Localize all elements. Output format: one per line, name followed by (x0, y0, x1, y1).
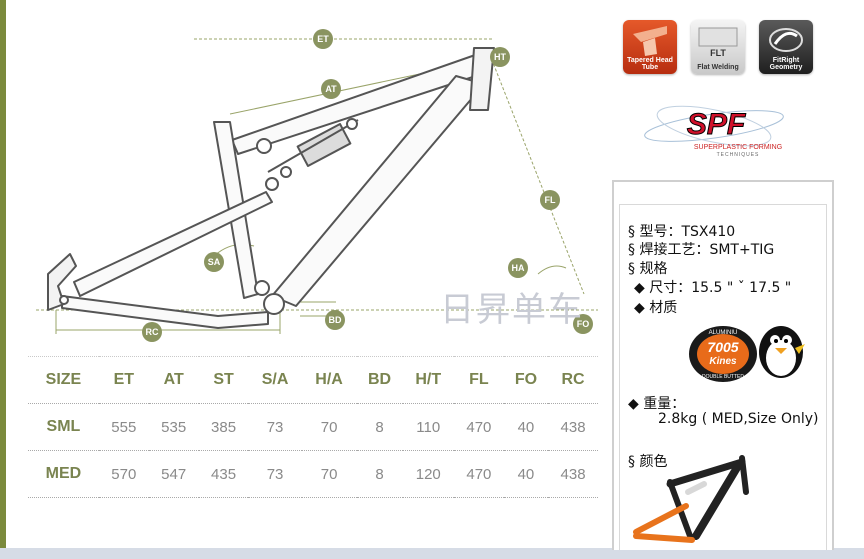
svg-text:HA: HA (512, 263, 525, 273)
header-cell: BD (368, 371, 392, 388)
weight-label: ◆ 重量： (628, 396, 686, 412)
header-cell: H/T (415, 371, 442, 388)
flat-weld-icon: FLT (698, 27, 738, 58)
color-heading: § 颜色 (628, 454, 668, 470)
watermark: 日昇单车 (440, 290, 584, 330)
label-fo: FO (573, 314, 593, 334)
table-cell: 70 (320, 465, 338, 483)
label-ha: HA (508, 258, 528, 278)
fitright-icon (769, 28, 803, 52)
table-cell: 70 (320, 418, 338, 436)
frame-geometry-diagram: ET AT HT FL SA HA BD RC FO (36, 29, 598, 342)
table-row: MED 570 547 435 73 70 8 120 470 40 438 (28, 451, 598, 498)
table-cell: 435 (211, 465, 237, 483)
table-cell: SML (46, 418, 81, 435)
header-cell: FO (514, 371, 538, 388)
label-ht: HT (490, 47, 510, 67)
header-cell: S/A (261, 371, 289, 388)
table-row: SML 555 535 385 73 70 8 110 470 40 438 (28, 404, 598, 451)
svg-text:DOUBLE BUTTED: DOUBLE BUTTED (702, 374, 744, 380)
tapered-tube-icon (633, 26, 667, 56)
svg-text:SA: SA (208, 257, 221, 267)
table-cell: 120 (415, 465, 441, 483)
svg-text:TECHNIQUES: TECHNIQUES (717, 152, 760, 158)
table-cell: 555 (111, 418, 137, 436)
header-cell: AT (163, 371, 184, 388)
svg-text:SPF: SPF (687, 108, 746, 141)
left-accent-bar (0, 0, 6, 548)
svg-text:ALUMINIU: ALUMINIU (709, 330, 738, 336)
spec-heading: § 规格 (628, 261, 668, 277)
svg-text:FL: FL (545, 195, 556, 205)
table-cell: 547 (161, 465, 187, 483)
svg-text:FLT: FLT (710, 48, 726, 58)
table-cell: 570 (111, 465, 137, 483)
table-cell: 40 (517, 418, 535, 436)
fitright-geometry-badge: FitRight Geometry (759, 20, 813, 74)
header-cell: SIZE (45, 371, 82, 388)
label-fl: FL (540, 190, 560, 210)
svg-text:RC: RC (146, 327, 159, 337)
penguin-icon (759, 326, 805, 378)
label-rc: RC (142, 322, 162, 342)
table-header-row: SIZE ET AT ST S/A H/A BD H/T FL FO RC (28, 356, 598, 404)
table-cell: 470 (466, 465, 492, 483)
tapered-head-tube-badge: Tapered Head Tube (623, 20, 677, 74)
size-text: ◆ 尺寸：15.5 " ˇ 17.5 " (634, 280, 792, 296)
svg-text:AT: AT (325, 84, 337, 94)
frame-photo (633, 455, 749, 543)
material-text: ◆ 材质 (634, 300, 678, 316)
label-sa: SA (204, 252, 224, 272)
table-cell: 438 (560, 418, 586, 436)
header-cell: FL (469, 371, 489, 388)
spf-logo: SPF SUPERPLASTIC FORMING TECHNIQUES (644, 105, 784, 158)
geometry-table: SIZE ET AT ST S/A H/A BD H/T FL FO RC SM… (28, 356, 598, 498)
table-cell: 8 (375, 465, 384, 483)
svg-text:ET: ET (317, 34, 329, 44)
header-cell: ET (113, 371, 135, 388)
table-cell: 110 (416, 418, 441, 436)
svg-text:Kines: Kines (709, 356, 737, 367)
table-cell: 40 (517, 465, 535, 483)
bottom-bar (0, 548, 864, 559)
header-cell: H/A (315, 371, 343, 388)
svg-text:HT: HT (494, 52, 506, 62)
svg-text:BD: BD (329, 315, 342, 325)
header-cell: ST (213, 371, 234, 388)
table-cell: 470 (466, 418, 492, 436)
svg-text:SUPERPLASTIC FORMING: SUPERPLASTIC FORMING (694, 144, 782, 151)
table-cell: 73 (266, 418, 284, 436)
table-cell: 535 (161, 418, 187, 436)
weight-value: 2.8kg ( MED,Size Only) (658, 411, 819, 427)
weld-text: § 焊接工艺：SMT+TIG (628, 242, 775, 258)
header-cell: RC (561, 371, 585, 388)
table-cell: 385 (211, 418, 237, 436)
table-cell: MED (45, 465, 82, 482)
table-cell: 8 (375, 418, 384, 436)
model-text: § 型号：TSX410 (628, 224, 736, 240)
table-cell: 73 (266, 465, 284, 483)
label-bd: BD (325, 310, 345, 330)
table-cell: 438 (560, 465, 586, 483)
svg-text:7005: 7005 (707, 339, 738, 355)
kinesis-7005-logo: ALUMINIU 7005 Kines DOUBLE BUTTED (689, 326, 805, 382)
label-at: AT (321, 79, 341, 99)
flat-welding-badge: FLT Flat Welding (691, 20, 745, 74)
label-et: ET (313, 29, 333, 49)
svg-text:FO: FO (577, 319, 590, 329)
